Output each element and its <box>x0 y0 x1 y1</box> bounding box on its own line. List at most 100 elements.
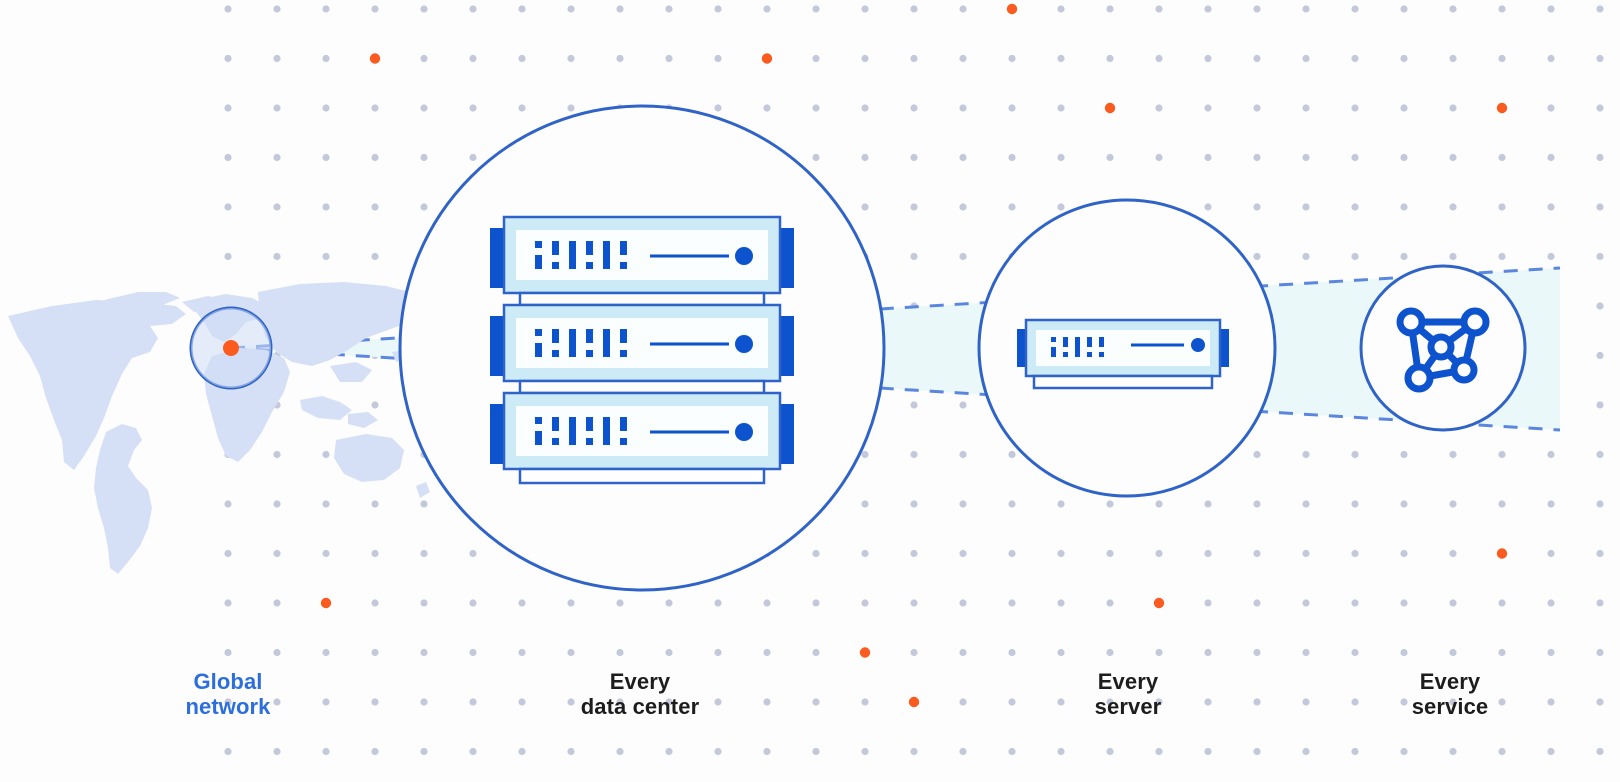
grid-dot <box>861 450 869 459</box>
grid-dot <box>1106 648 1114 657</box>
grid-dot <box>616 54 624 63</box>
grid-dot <box>1008 747 1016 756</box>
grid-dot <box>1596 203 1604 211</box>
grid-dot <box>420 5 428 13</box>
grid-dot <box>322 54 330 63</box>
grid-dot <box>567 698 575 706</box>
grid-dot <box>861 747 869 756</box>
single-server-icon <box>1017 318 1229 390</box>
grid-dot <box>812 648 820 657</box>
grid-dot <box>959 104 967 112</box>
grid-dot <box>665 54 673 63</box>
grid-dot <box>1596 500 1604 508</box>
grid-dot <box>224 252 232 261</box>
grid-dot <box>1351 203 1359 211</box>
graph-node <box>1450 356 1478 384</box>
grid-dot <box>1253 5 1261 13</box>
grid-dot <box>273 500 281 508</box>
grid-dot <box>1008 450 1016 459</box>
grid-dot <box>469 549 477 558</box>
grid-dot <box>224 153 232 162</box>
grid-dot <box>1008 104 1016 112</box>
grid-dot <box>910 153 918 162</box>
grid-dot <box>1253 500 1261 508</box>
grid-dot <box>1498 252 1506 261</box>
grid-dot <box>1400 450 1408 459</box>
grid-dot <box>714 698 722 706</box>
grid-dot <box>1008 698 1016 706</box>
grid-dot <box>1057 54 1065 63</box>
grid-dot <box>469 54 477 63</box>
grid-dot <box>812 549 820 558</box>
grid-dot <box>518 54 526 63</box>
grid-dot <box>1547 54 1555 63</box>
grid-dot <box>420 500 428 508</box>
grid-dot <box>1449 698 1457 706</box>
grid-dot <box>1204 698 1212 706</box>
grid-dot <box>665 599 673 607</box>
grid-dot <box>1596 302 1604 310</box>
grid-dot <box>1547 153 1555 162</box>
grid-dot <box>1351 104 1359 112</box>
grid-dot <box>959 401 967 409</box>
grid-dot <box>518 698 526 706</box>
grid-dot <box>1204 54 1212 63</box>
grid-dot <box>1057 648 1065 657</box>
grid-dot <box>1204 599 1212 607</box>
grid-dot <box>1498 747 1506 756</box>
grid-dot <box>812 153 820 162</box>
grid-dot <box>1008 153 1016 162</box>
grid-dot <box>1302 54 1310 63</box>
grid-dot <box>322 648 330 657</box>
grid-dot <box>1057 500 1065 508</box>
grid-dot <box>567 5 575 13</box>
grid-dot <box>322 500 330 508</box>
rack-base <box>518 467 766 485</box>
grid-dot <box>910 401 918 409</box>
grid-dot <box>1547 5 1555 13</box>
grid-dot <box>959 549 967 558</box>
grid-dot <box>959 203 967 211</box>
grid-dot <box>469 104 477 112</box>
grid-dot <box>518 5 526 13</box>
grid-dot <box>371 153 379 162</box>
grid-dot <box>910 5 918 13</box>
grid-dot <box>1302 450 1310 459</box>
grid-dot <box>273 54 281 63</box>
grid-dot <box>714 104 722 112</box>
grid-dot <box>1449 153 1457 162</box>
grid-dot <box>910 747 918 756</box>
grid-dot <box>665 747 673 756</box>
grid-dot <box>1351 54 1359 63</box>
grid-dot <box>1596 648 1604 657</box>
accent-dot <box>859 647 871 658</box>
grid-dot <box>1351 500 1359 508</box>
grid-dot <box>1253 698 1261 706</box>
grid-dot <box>1008 599 1016 607</box>
grid-dot <box>1302 648 1310 657</box>
grid-dot <box>665 5 673 13</box>
grid-dot <box>1057 104 1065 112</box>
grid-dot <box>1351 747 1359 756</box>
grid-dot <box>1155 747 1163 756</box>
grid-dot <box>1596 747 1604 756</box>
grid-dot <box>1449 549 1457 558</box>
grid-dot <box>1253 203 1261 211</box>
grid-dot <box>1498 648 1506 657</box>
grid-dot <box>763 648 771 657</box>
grid-dot <box>1400 500 1408 508</box>
grid-dot <box>1547 104 1555 112</box>
grid-dot <box>567 104 575 112</box>
grid-dot <box>959 5 967 13</box>
grid-dot <box>1351 450 1359 459</box>
grid-dot <box>1596 450 1604 459</box>
grid-dot <box>763 104 771 112</box>
grid-dot <box>1057 5 1065 13</box>
graph-node <box>1404 363 1434 393</box>
grid-dot <box>469 5 477 13</box>
grid-dot <box>1253 104 1261 112</box>
grid-dot <box>224 747 232 756</box>
grid-dot <box>1449 203 1457 211</box>
graph-node <box>1460 307 1490 337</box>
